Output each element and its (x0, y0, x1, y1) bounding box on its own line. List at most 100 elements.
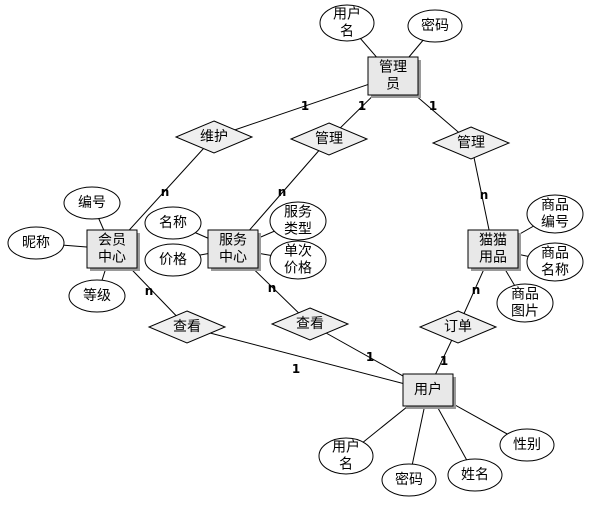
entity-admin: 管理员 (367, 56, 421, 98)
label-line: 类型 (284, 222, 312, 238)
relationship-diamond (289, 122, 369, 156)
entity-box (86, 229, 138, 269)
attribute-ellipse (407, 9, 463, 43)
label-line: 管理 (379, 60, 407, 76)
label-line: 姓名 (461, 467, 489, 483)
attribute-ellipse (447, 458, 503, 492)
label-line: 用品 (479, 250, 507, 266)
cardinality-label: n (480, 188, 489, 202)
cardinality-label: 1 (366, 350, 374, 364)
attribute-ellipse (7, 226, 65, 260)
entity-box (402, 373, 454, 407)
relationship-maintain: 维护 (174, 120, 254, 154)
relationship-label: 维护 (200, 129, 228, 145)
cardinality-label: n (268, 281, 277, 295)
label-line: 图片 (511, 304, 539, 320)
entity-box (367, 56, 419, 96)
relationship-label: 订单 (444, 319, 472, 335)
cardinality-label: n (145, 284, 154, 298)
cardinality-label: 1 (429, 99, 437, 113)
cardinality-layer: 1 n 1 n 1 n n 1 n 1 n 1 (145, 99, 489, 376)
cardinality-label: 1 (292, 362, 300, 376)
label-line: 单次 (284, 244, 312, 260)
relationship-order: 订单 (418, 310, 498, 344)
attribute-service-price: 价格 (144, 243, 202, 277)
attribute-member-nickname: 昵称 (7, 226, 65, 260)
label-line: 价格 (284, 261, 312, 277)
attribute-user-gender: 性别 (499, 428, 555, 462)
label-line: 价格 (159, 252, 187, 268)
entity-box (467, 229, 519, 269)
attribute-ellipse (63, 186, 121, 220)
label-line: 员 (386, 77, 400, 93)
label-line: 商品 (511, 287, 539, 303)
relationship-manage-service: 管理 (289, 122, 369, 156)
relationship-diamond (270, 307, 350, 341)
entity-box (207, 229, 259, 269)
attribute-user-name: 姓名 (447, 458, 503, 492)
relationship-label: 管理 (315, 131, 343, 147)
label-line: 名称 (541, 263, 569, 279)
relationship-view-member: 查看 (147, 310, 227, 344)
label-line: 猫猫 (479, 233, 507, 249)
label-line: 名称 (159, 215, 187, 231)
relationship-label: 查看 (173, 319, 201, 335)
entity-user: 用户 (402, 373, 456, 409)
attribute-ellipse (68, 279, 126, 313)
cardinality-label: n (161, 185, 170, 199)
label-line: 服务 (219, 233, 247, 249)
attribute-ellipse (269, 201, 327, 241)
attribute-user-username: 用户名 (318, 437, 374, 475)
relationship-diamond (147, 310, 227, 344)
attribute-admin-username: 用户名 (319, 4, 375, 42)
cardinality-label: 1 (358, 99, 366, 113)
label-line: 用户 (333, 6, 361, 23)
label-line: 用户 (332, 439, 360, 456)
label-line: 商品 (541, 198, 569, 214)
cardinality-label: n (472, 283, 481, 297)
cardinality-label: n (278, 185, 287, 199)
attribute-ellipse (526, 194, 584, 234)
attribute-ellipse (269, 240, 327, 280)
label-line: 密码 (421, 17, 449, 34)
connector-view_member-user (186, 326, 429, 391)
attribute-ellipse (319, 4, 375, 42)
label-line: 名 (340, 24, 354, 40)
cardinality-label: 1 (440, 354, 448, 368)
label-line: 中心 (98, 250, 126, 266)
attribute-ellipse (144, 206, 202, 240)
attribute-ellipse (526, 242, 584, 282)
relationship-view-service: 查看 (270, 307, 350, 341)
connector-admin-maintain (213, 75, 394, 138)
label-line: 用户 (414, 381, 442, 398)
relationship-label: 管理 (457, 135, 485, 151)
relationship-diamond (174, 120, 254, 154)
attribute-ellipse (144, 243, 202, 277)
label-line: 昵称 (22, 235, 50, 251)
label-line: 密码 (395, 471, 423, 488)
label-line: 会员 (98, 233, 126, 249)
label-line: 性别 (513, 437, 541, 453)
label-line: 编号 (541, 215, 569, 231)
relationship-diamond (431, 126, 511, 160)
attribute-user-password: 密码 (381, 463, 437, 497)
attribute-member-level: 等级 (68, 279, 126, 313)
shape-layer: 管理员会员中心服务中心猫猫用品用户维护管理管理查看查看订单用户名密码编号昵称等级… (7, 4, 584, 497)
relationship-label: 查看 (296, 316, 324, 332)
relationship-manage-supplies: 管理 (431, 126, 511, 160)
label-line: 中心 (219, 250, 247, 266)
relationship-diamond (418, 310, 498, 344)
label-line: 编号 (78, 195, 106, 211)
cardinality-label: 1 (301, 99, 309, 113)
attribute-ellipse (318, 437, 374, 475)
attribute-ellipse (499, 428, 555, 462)
label-line: 服务 (284, 205, 312, 221)
